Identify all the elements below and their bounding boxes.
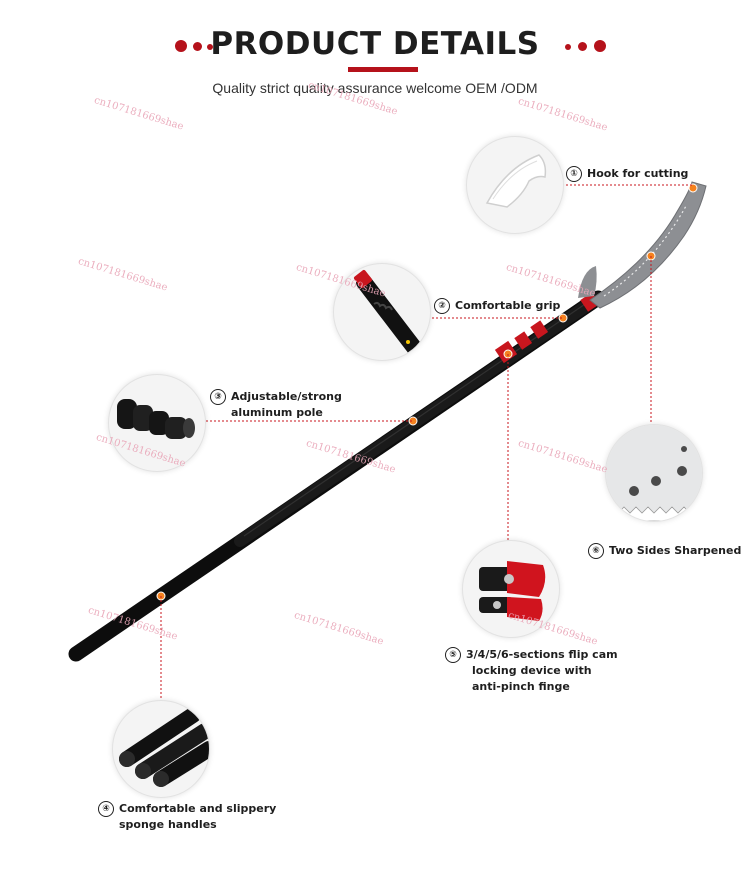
feature-number: ① — [566, 166, 582, 182]
decor-dot — [578, 42, 587, 51]
title-underline — [348, 67, 418, 72]
serrated-blade-icon — [606, 425, 702, 521]
pole-detail-circle — [108, 374, 206, 472]
page-title: PRODUCT DETAILS — [210, 26, 540, 62]
lock-detail-circle — [462, 540, 560, 638]
sponge-handles-icon — [119, 707, 209, 787]
decor-dot — [207, 44, 213, 50]
grip-handle-icon — [353, 269, 424, 358]
leader-lines — [160, 184, 693, 700]
blade-detail-circle — [605, 424, 703, 522]
feature-number: ④ — [98, 801, 114, 817]
telescopic-pole-icon — [117, 399, 195, 439]
flip-cam-lock-icon — [479, 561, 546, 621]
saw-blade-icon — [589, 181, 707, 309]
hook-blade-icon — [485, 154, 547, 208]
grip-detail-circle — [333, 263, 431, 361]
sponge-detail-circle — [112, 700, 210, 798]
decor-dot — [565, 44, 571, 50]
hook-detail-circle — [466, 136, 564, 234]
feature-number: ⑥ — [588, 543, 604, 559]
feature-number: ⑤ — [445, 647, 461, 663]
feature-number: ③ — [210, 389, 226, 405]
decor-dot — [175, 40, 187, 52]
decor-dot — [594, 40, 606, 52]
page-subtitle: Quality strict quality assurance welcome… — [212, 80, 538, 96]
decor-dot — [193, 42, 202, 51]
pole-saw — [68, 181, 707, 662]
feature-number: ② — [434, 298, 450, 314]
hook-icon — [578, 266, 597, 298]
